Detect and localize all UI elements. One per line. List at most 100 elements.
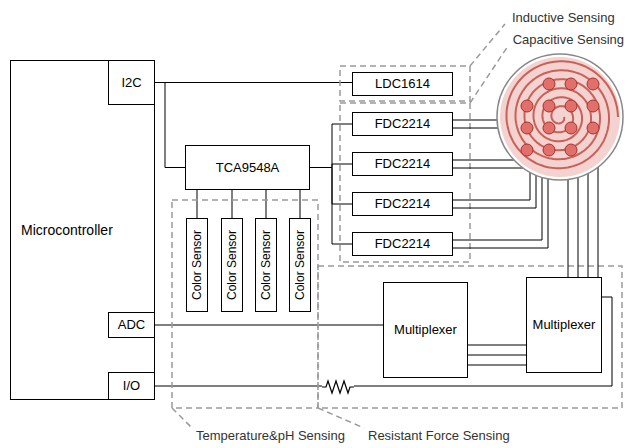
sensor-wire (453, 177, 542, 240)
mux-chip-box: TCA9548A (185, 145, 310, 190)
leader-line (318, 408, 364, 428)
color-sensor-box: Color Sensor (255, 218, 277, 312)
box-label: Color Sensor (259, 230, 273, 300)
connector-line (197, 190, 198, 218)
connector (300, 190, 301, 218)
sensor-wire (453, 175, 536, 208)
connector (310, 164, 352, 168)
box-label: Multiplexer (533, 317, 596, 333)
temperature-ph-region (172, 200, 318, 408)
sensor-wire (588, 173, 589, 277)
box-label: I2C (121, 75, 141, 91)
port-box: I/O (108, 372, 155, 400)
sensor-wire (453, 160, 514, 161)
electrode (543, 144, 555, 156)
electrode (587, 122, 599, 134)
box-label: I/O (123, 378, 140, 394)
connector-line (300, 190, 301, 218)
electrode (587, 78, 599, 90)
sensor-wire (453, 120, 497, 121)
connector-line (155, 82, 352, 83)
electrode (543, 100, 555, 112)
port-box: I2C (108, 60, 155, 105)
connector-line (155, 325, 383, 326)
connector-line (468, 365, 526, 366)
capacitive-chip-box: FDC2214 (352, 232, 453, 256)
sensor-wire (598, 167, 599, 277)
connector (155, 82, 352, 83)
connector-line (155, 83, 185, 168)
box-label: TCA9548A (216, 160, 280, 176)
multiplexer-box: Multiplexer (383, 282, 468, 378)
electrode (565, 122, 577, 134)
leader-line (172, 408, 192, 428)
connector-line (310, 168, 352, 205)
color-sensor-box: Color Sensor (186, 218, 208, 312)
sensor-wire (453, 128, 498, 129)
box-label: FDC2214 (375, 116, 431, 132)
region-label: Resistant Force Sensing (366, 428, 512, 444)
capacitive-chip-box: FDC2214 (352, 152, 453, 176)
pad-fill (500, 57, 620, 177)
capacitive-chip-box: FDC2214 (352, 192, 453, 216)
capacitive-chip-box: FDC2214 (352, 112, 453, 136)
electrode (587, 100, 599, 112)
region-outlines (172, 24, 622, 428)
connector (468, 345, 526, 346)
region-label: Capacitive Sensing (511, 32, 626, 48)
sensor-pad (497, 54, 623, 180)
connector-line (310, 124, 352, 168)
color-sensor-box: Color Sensor (221, 218, 243, 312)
capacitive-region (340, 103, 470, 262)
box-label: ADC (118, 317, 145, 333)
box-label: FDC2214 (375, 196, 431, 212)
port-box: ADC (108, 312, 155, 338)
connector (266, 190, 267, 218)
electrode (521, 144, 533, 156)
electrode-array (521, 78, 599, 156)
inductive-chip-box: LDC1614 (352, 72, 453, 96)
sensor-wire (453, 172, 530, 200)
electrode (565, 144, 577, 156)
connector (468, 365, 526, 366)
connector-line (468, 355, 526, 356)
sensor-wire (568, 179, 569, 277)
connector (468, 355, 526, 356)
box-label: Microcontroller (21, 222, 113, 239)
region-label: Inductive Sensing (510, 10, 617, 26)
box-label: Color Sensor (225, 230, 239, 300)
sensor-wire (453, 179, 548, 248)
connector-line (468, 345, 526, 346)
connector (155, 83, 185, 168)
box-label: LDC1614 (375, 76, 430, 92)
connector (310, 124, 352, 168)
electrode (565, 78, 577, 90)
connector (310, 168, 352, 205)
force-region (318, 266, 622, 408)
microcontroller-box: Microcontroller I2C ADC I/O (10, 60, 155, 400)
connector (310, 168, 352, 245)
inductive-coil (507, 61, 619, 168)
box-label: FDC2214 (375, 236, 431, 252)
box-label: Multiplexer (394, 322, 457, 338)
electrode (565, 100, 577, 112)
box-label: Color Sensor (190, 230, 204, 300)
resistor-ground (322, 380, 354, 394)
electrode (521, 100, 533, 112)
multiplexer-box: Multiplexer (526, 277, 602, 373)
box-label: Color Sensor (293, 230, 307, 300)
connector-line (310, 168, 352, 245)
sensor-wire (453, 168, 523, 169)
sensor-wire (578, 177, 579, 277)
resistor-symbol (322, 380, 354, 394)
color-sensor-box: Color Sensor (289, 218, 311, 312)
electrode (521, 122, 533, 134)
connector (232, 190, 233, 218)
resistor-symbol (322, 381, 354, 393)
inductive-region (340, 66, 470, 101)
connector-line (232, 190, 233, 218)
region-label: Temperature&pH Sensing (194, 428, 347, 444)
electrode (543, 122, 555, 134)
electrode (543, 78, 555, 90)
